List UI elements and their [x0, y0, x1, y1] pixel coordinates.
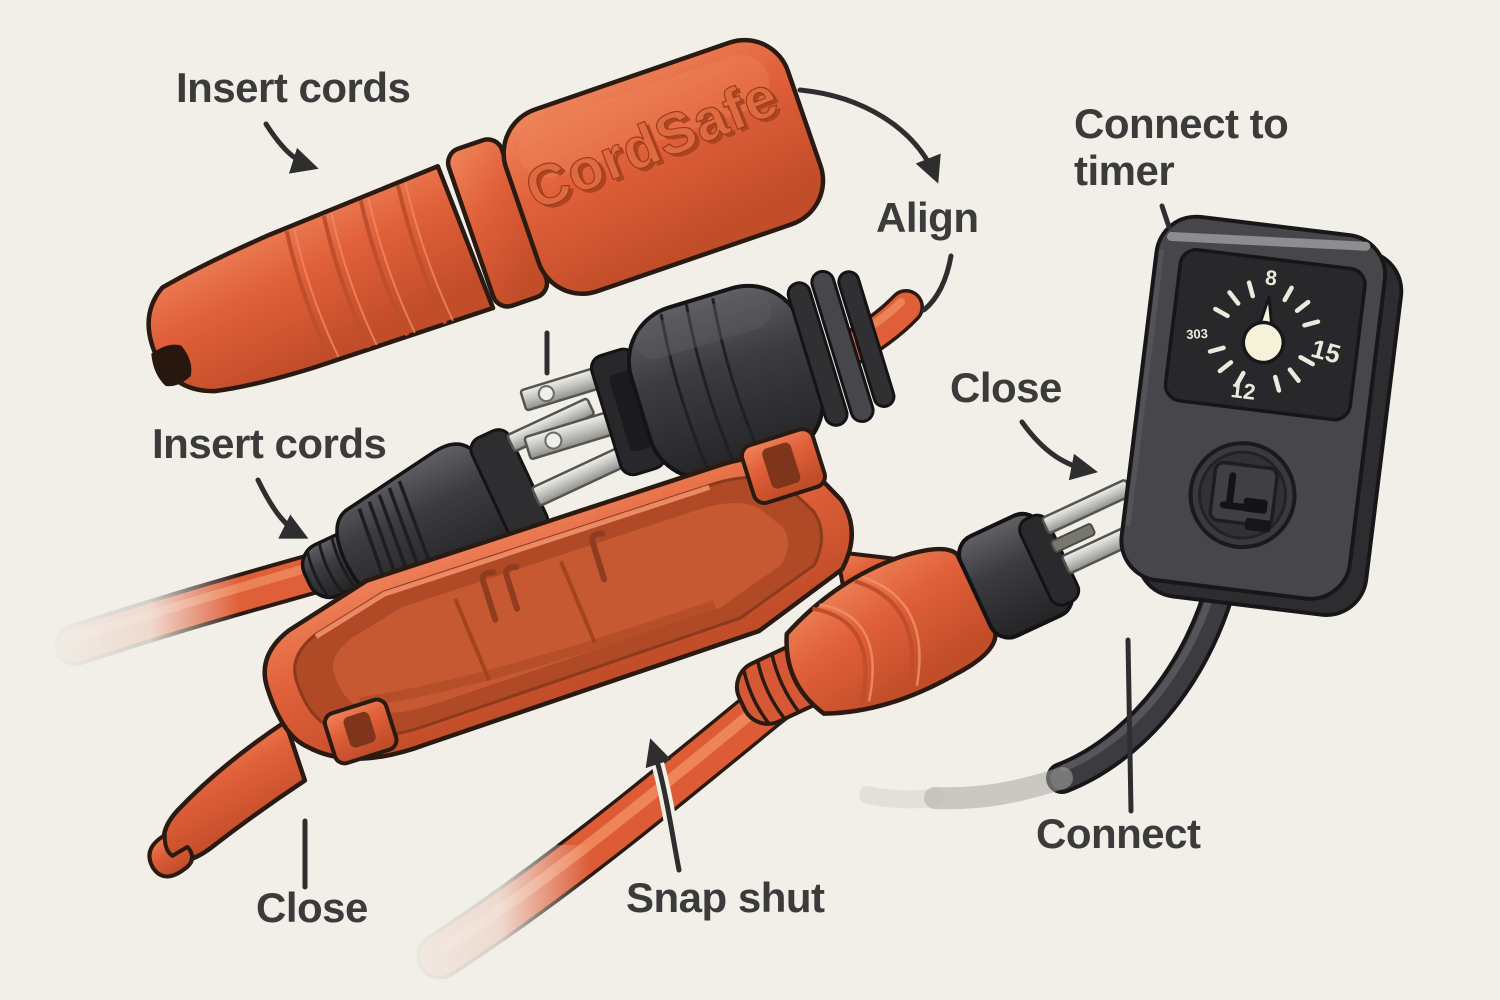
case-floor-divider-1 [453, 598, 492, 682]
orange-plug-body [784, 546, 998, 716]
right-plug-ring-3 [837, 270, 896, 409]
timer-cord [859, 566, 1238, 810]
annotations [255, 87, 1172, 890]
right-plug-ring-2 [810, 269, 875, 424]
line-connect-timer-tick [1159, 203, 1172, 230]
black-plug-right [519, 269, 896, 481]
case-floor [332, 503, 789, 713]
label-connect-to-timer: Connect to timer [1074, 100, 1289, 195]
arrow-insert-cords-top [263, 121, 319, 174]
line-align-pointer [921, 253, 954, 313]
label-align: Align [876, 194, 979, 241]
label-insert-cords-top: Insert cords [176, 64, 411, 111]
left-plug-grip-ribs [357, 480, 436, 587]
right-plug-ring-1 [786, 281, 849, 427]
timer-dial-ticks [1207, 280, 1321, 393]
timer-dial-number-left: 303 [1186, 326, 1208, 342]
black-plug-left [300, 397, 633, 600]
label-insert-cords-left: Insert cords [152, 420, 387, 467]
timer: 8 15 12 303 [1119, 214, 1404, 617]
orange-plug-flutes [812, 575, 921, 706]
nose-ribs [284, 182, 454, 361]
line-connect [1125, 637, 1134, 814]
label-connect: Connect [1036, 810, 1201, 857]
timer-knob [1241, 320, 1286, 365]
case-latch-hook [147, 833, 195, 879]
arrow-insert-cords-left [255, 477, 309, 539]
right-plug-blade-bottom-hole [544, 431, 563, 450]
case-floor-divider-2 [558, 560, 597, 644]
arrow-align [797, 87, 941, 184]
label-close-bottom: Close [256, 884, 368, 931]
right-plug-blade-top-hole [537, 385, 555, 403]
nose-cord-slot [151, 344, 192, 387]
timer-outlet-socket [1208, 460, 1279, 528]
cordsafe-bottom-shell [147, 427, 922, 879]
timer-dial-number-bottom: 12 [1230, 377, 1257, 405]
top-shell-sheen [518, 54, 770, 179]
case-cord-prongs [479, 530, 608, 623]
orange-plug-ground-stub [1050, 523, 1096, 553]
label-close-right: Close [950, 364, 1062, 411]
timer-dial-number-top: 8 [1264, 266, 1279, 290]
label-snap-shut: Snap shut [626, 874, 825, 921]
arrow-snap-shut [645, 738, 682, 873]
arrow-close-timer [1019, 419, 1098, 481]
top-shell-body [501, 37, 826, 296]
